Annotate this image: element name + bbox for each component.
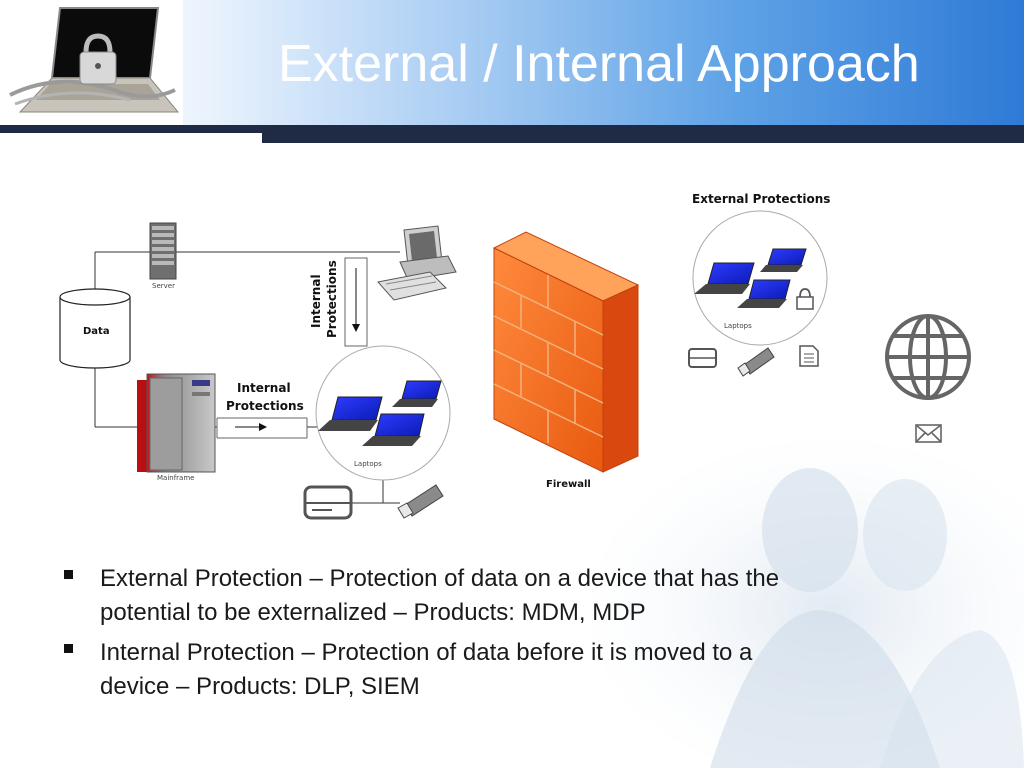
email-icon bbox=[915, 424, 942, 443]
background-photo bbox=[590, 440, 1024, 768]
hard-drive-icon bbox=[688, 348, 717, 368]
mainframe-label: Mainframe bbox=[157, 474, 194, 482]
bullet-text-line1: External Protection – Protection of data… bbox=[100, 565, 780, 592]
firewall-icon bbox=[492, 231, 640, 473]
database-icon bbox=[59, 288, 131, 369]
bullet-list: External Protection – Protection of data… bbox=[62, 562, 942, 710]
internal-laptops-group bbox=[315, 345, 451, 481]
bullet-marker bbox=[64, 644, 73, 653]
protection-diagram: Server Data Mainframe Internal Protectio… bbox=[59, 192, 971, 520]
bullet-text-line2: device – Products: DLP, SIEM bbox=[100, 673, 420, 700]
laptop-icon bbox=[318, 396, 383, 431]
internal-protections-h-line1: Internal bbox=[237, 381, 291, 395]
laptop-icon bbox=[760, 248, 807, 272]
internal-protections-v-line1: Internal bbox=[309, 274, 323, 328]
server-label: Server bbox=[152, 282, 175, 290]
usb-drive-icon bbox=[397, 484, 444, 519]
laptops-internal-label: Laptops bbox=[354, 460, 382, 468]
laptop-icon bbox=[362, 413, 425, 446]
laptop-icon bbox=[392, 380, 442, 407]
laptops-external-label: Laptops bbox=[724, 322, 752, 330]
internal-protections-h-line2: Protections bbox=[226, 399, 304, 413]
header-divider bbox=[0, 125, 1024, 133]
external-laptops-group bbox=[692, 210, 828, 346]
hard-drive-icon bbox=[303, 485, 353, 520]
bullet-item: Internal Protection – Protection of data… bbox=[62, 636, 942, 704]
server-icon bbox=[149, 222, 177, 280]
internal-protections-v-line2: Protections bbox=[325, 260, 339, 338]
internal-protections-h-channel bbox=[216, 417, 308, 439]
desktop-computer-icon bbox=[377, 225, 457, 301]
bullet-marker bbox=[64, 570, 73, 579]
header-divider-accent bbox=[262, 133, 1024, 143]
mainframe-icon bbox=[137, 373, 216, 473]
lock-icon bbox=[796, 288, 814, 310]
laptop-icon bbox=[694, 262, 755, 294]
laptop-icon bbox=[737, 279, 791, 308]
slide-title: External / Internal Approach bbox=[278, 35, 920, 93]
data-label: Data bbox=[83, 326, 110, 337]
globe-icon bbox=[885, 314, 971, 400]
bullet-text-line1: Internal Protection – Protection of data… bbox=[100, 639, 753, 666]
document-icon bbox=[799, 345, 819, 367]
laptop-lock-image bbox=[0, 0, 183, 125]
external-protections-title: External Protections bbox=[692, 192, 830, 206]
usb-drive-icon bbox=[737, 347, 775, 377]
firewall-label: Firewall bbox=[546, 479, 591, 490]
bullet-item: External Protection – Protection of data… bbox=[62, 562, 942, 630]
bullet-text-line2: potential to be externalized – Products:… bbox=[100, 599, 646, 626]
